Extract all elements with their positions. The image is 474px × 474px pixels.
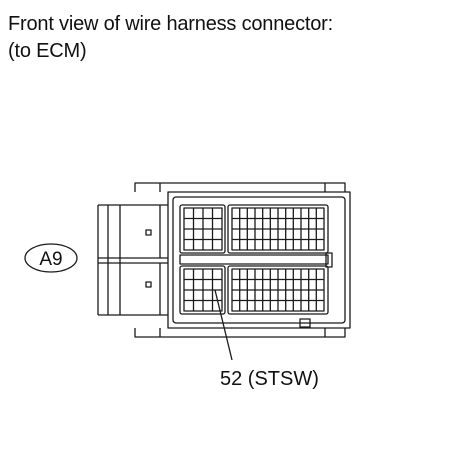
housing-notches — [159, 183, 333, 337]
connector-housing — [134, 182, 351, 338]
diagram-caption: Front view of wire harness connector: (t… — [8, 11, 333, 65]
caption-line-1: Front view of wire harness connector: — [8, 13, 333, 35]
terminal-block-lower — [179, 265, 329, 315]
callout-leader-line — [214, 289, 233, 361]
caption-line-2: (to ECM) — [8, 40, 87, 62]
tab-pin-upper — [145, 229, 152, 236]
connector-code-badge — [24, 243, 78, 273]
locking-tab — [97, 204, 168, 316]
connector-code-text: A9 — [39, 249, 62, 270]
tab-pin-lower — [145, 281, 152, 288]
terminal-block-upper — [179, 204, 329, 254]
callout-label: 52 (STSW) — [220, 368, 319, 390]
center-key — [179, 254, 329, 265]
